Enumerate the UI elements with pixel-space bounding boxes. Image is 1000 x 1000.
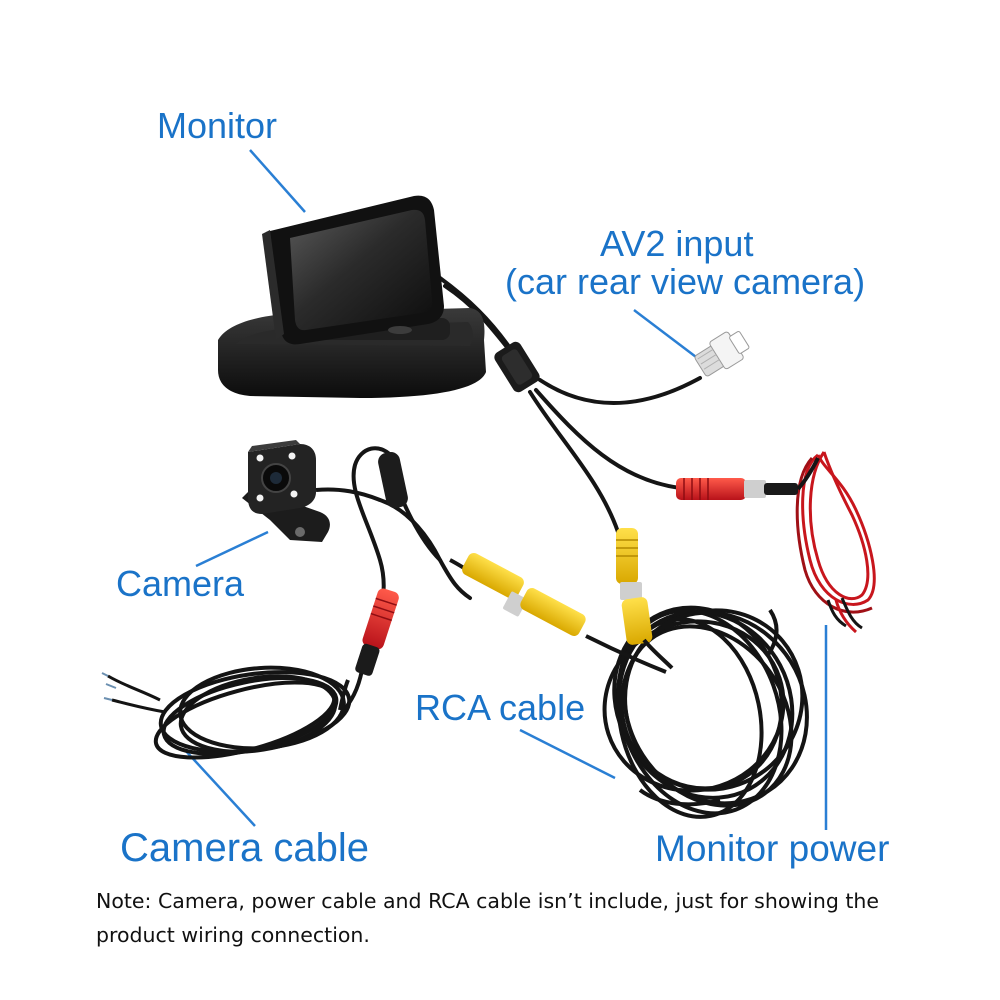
rca-cable-coil (602, 605, 809, 819)
monitor-power-label: Monitor power (655, 828, 890, 869)
branch-wires (528, 376, 702, 534)
camera-pointer (195, 530, 269, 568)
monitor-pointer (249, 149, 306, 213)
camera-device (242, 440, 381, 542)
note-text: Note: Camera, power cable and RCA cable … (96, 889, 880, 947)
av2-pointer (633, 309, 701, 361)
ferrite-choke (378, 451, 408, 509)
power-red-connector (676, 457, 820, 500)
y-splitter (494, 341, 540, 393)
camera-rca-red-connector (355, 588, 399, 676)
monitor-rca-yellow-connector (616, 528, 674, 670)
camera-cable-label: Camera cable (120, 826, 370, 870)
camera-cable-wire-ends (101, 672, 117, 701)
power-cable-coil (795, 451, 876, 634)
av2-input-detail-label: (car rear view camera) (505, 261, 866, 302)
camera-cable-coil (107, 665, 364, 760)
monitor-label: Monitor (157, 105, 278, 146)
camera-red-lead (338, 679, 350, 711)
callout-lines (184, 149, 828, 830)
camera-cable-pointer (184, 749, 256, 827)
av2-rca-white-connector (694, 331, 750, 377)
av2-input-label: AV2 input (600, 223, 754, 264)
monitor-device (218, 195, 486, 398)
camera-rca-yellow-connector (449, 552, 667, 674)
camera-label: Camera (116, 563, 245, 604)
rca-pointer (519, 728, 616, 780)
rca-cable-label: RCA cable (415, 687, 586, 728)
